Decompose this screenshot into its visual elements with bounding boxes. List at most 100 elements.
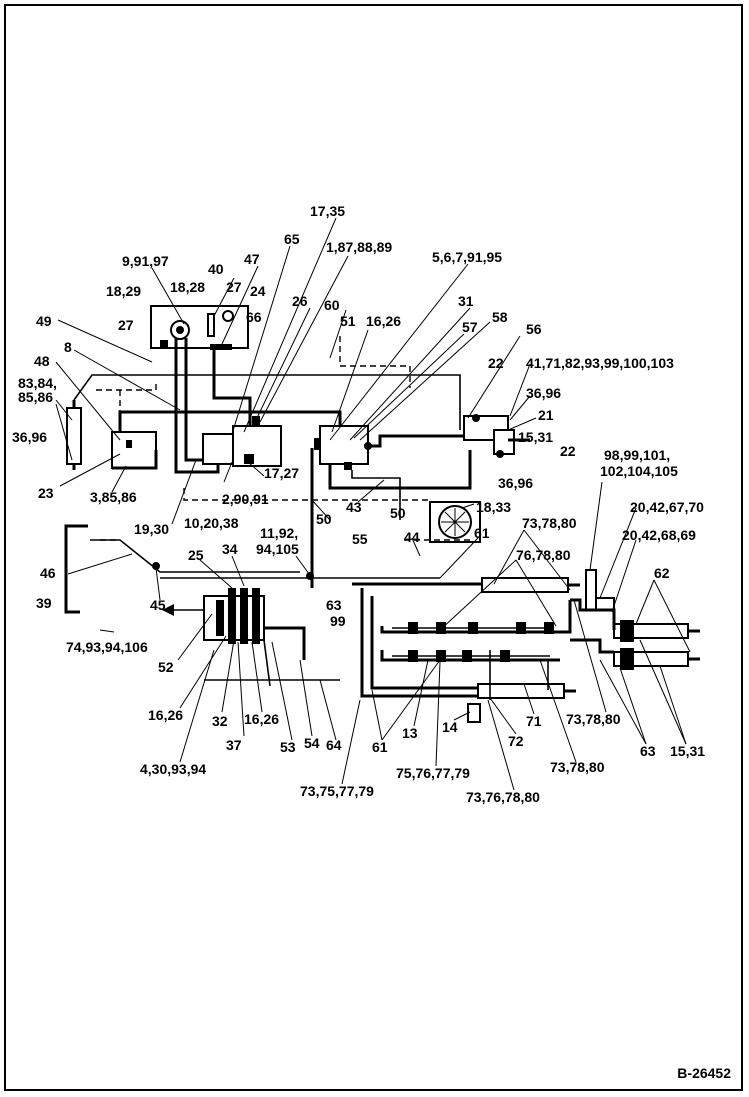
callout-c17: 66 bbox=[246, 309, 262, 325]
callout-c64: 74,93,94,106 bbox=[66, 639, 148, 655]
callout-c30: 36,96 bbox=[12, 429, 47, 445]
callout-c46: 18,33 bbox=[476, 499, 511, 515]
callout-c49: 94,105 bbox=[256, 541, 299, 557]
callout-c23: 8 bbox=[64, 339, 72, 355]
callout-c37: 17,27 bbox=[264, 465, 299, 481]
callout-c48: 11,92, bbox=[260, 525, 298, 541]
callout-c76: 13 bbox=[402, 725, 418, 741]
callout-c04: 9,91,97 bbox=[122, 253, 169, 269]
callout-c43: 50 bbox=[316, 511, 332, 527]
hydraulic-lines bbox=[73, 338, 616, 700]
callout-c47: 20,42,67,70 bbox=[630, 499, 704, 515]
callout-c41: 19,30 bbox=[134, 521, 169, 537]
callout-c16: 27 bbox=[118, 317, 134, 333]
callout-c09: 18,28 bbox=[170, 279, 205, 295]
callout-c31: 21 bbox=[538, 407, 554, 423]
callout-c20: 58 bbox=[492, 309, 508, 325]
main-valve bbox=[314, 425, 372, 470]
handle-bar bbox=[64, 524, 88, 614]
callout-c21: 57 bbox=[462, 319, 478, 335]
callout-c07: 5,6,7,91,95 bbox=[432, 249, 502, 265]
callout-c84: 73,75,77,79 bbox=[300, 783, 374, 799]
callout-c36: 2,90,91 bbox=[222, 491, 269, 507]
callout-c45: 50 bbox=[390, 505, 406, 521]
callout-c68: 16,26 bbox=[244, 711, 279, 727]
callout-c85: 73,76,78,80 bbox=[466, 789, 540, 805]
callout-c78: 72 bbox=[508, 733, 524, 749]
callout-c83: 73,78,80 bbox=[550, 759, 605, 775]
pump-unit bbox=[202, 416, 282, 467]
callout-c02: 65 bbox=[284, 231, 300, 247]
callout-c40: 102,104,105 bbox=[600, 463, 678, 479]
callout-c13: 60 bbox=[324, 297, 340, 313]
callout-c25: 22 bbox=[488, 355, 504, 371]
callout-c56: 34 bbox=[222, 541, 238, 557]
callout-c28: 85,86 bbox=[18, 389, 53, 405]
callout-c51: 44 bbox=[404, 529, 420, 545]
callout-c66: 16,26 bbox=[148, 707, 183, 723]
callout-c42: 10,20,38 bbox=[184, 515, 239, 531]
callout-c39: 98,99,101, bbox=[604, 447, 670, 463]
oil-cooler-fan bbox=[429, 501, 481, 543]
callout-c71: 37 bbox=[226, 737, 242, 753]
callout-labels: 17,35 65 1,87,88,89 9,91,97 40 47 5,6,7,… bbox=[12, 203, 705, 805]
callout-c77: 14 bbox=[442, 719, 458, 735]
callout-c72: 53 bbox=[280, 739, 296, 755]
callout-c24: 48 bbox=[34, 353, 50, 369]
dashed-lines bbox=[90, 336, 470, 541]
callout-c58: 76,78,80 bbox=[516, 547, 571, 563]
bucket-cylinder bbox=[477, 683, 576, 699]
control-valve-bank bbox=[203, 588, 265, 644]
lift-cylinder-upper bbox=[613, 620, 700, 642]
callout-c81: 4,30,93,94 bbox=[140, 761, 206, 777]
callout-c29: 36,96 bbox=[526, 385, 561, 401]
callout-c61: 45 bbox=[150, 597, 166, 613]
drawing-frame bbox=[4, 4, 743, 1091]
callout-c63: 99 bbox=[330, 613, 346, 629]
callout-c82: 75,76,77,79 bbox=[396, 765, 470, 781]
callout-c67: 32 bbox=[212, 713, 228, 729]
callout-c69: 71 bbox=[526, 713, 542, 729]
callout-c05: 40 bbox=[208, 261, 224, 277]
callout-c32: 15,31 bbox=[518, 429, 553, 445]
callout-c80: 15,31 bbox=[670, 743, 705, 759]
callout-c27: 83,84, bbox=[18, 375, 57, 391]
callout-c52: 61 bbox=[474, 525, 490, 541]
fittings bbox=[152, 414, 554, 723]
callout-c65: 52 bbox=[158, 659, 174, 675]
callout-c75: 61 bbox=[372, 739, 388, 755]
callout-c60: 39 bbox=[36, 595, 52, 611]
callout-c18: 51 bbox=[340, 313, 356, 329]
callout-c06: 47 bbox=[244, 251, 260, 267]
callout-c62: 63 bbox=[326, 597, 342, 613]
callout-c26: 41,71,82,93,99,100,103 bbox=[526, 355, 674, 371]
callout-c53: 73,78,80 bbox=[522, 515, 577, 531]
bracket-right bbox=[585, 569, 615, 611]
callout-c08: 18,29 bbox=[106, 283, 141, 299]
callout-c35: 3,85,86 bbox=[90, 489, 137, 505]
callout-c11: 24 bbox=[250, 283, 266, 299]
callout-c10: 27 bbox=[226, 279, 242, 295]
callout-c22: 56 bbox=[526, 321, 542, 337]
callout-c01: 17,35 bbox=[310, 203, 345, 219]
callout-c38: 36,96 bbox=[498, 475, 533, 491]
callout-c59: 62 bbox=[654, 565, 670, 581]
callout-c33: 22 bbox=[560, 443, 576, 459]
callout-c70: 73,78,80 bbox=[566, 711, 621, 727]
callout-c79: 63 bbox=[640, 743, 656, 759]
leader-lines bbox=[55, 217, 691, 791]
callout-c50: 55 bbox=[352, 531, 368, 547]
reservoir-box bbox=[111, 431, 157, 469]
document-number: B-26452 bbox=[677, 1065, 731, 1081]
callout-c34: 23 bbox=[38, 485, 54, 501]
callout-c74: 64 bbox=[326, 737, 342, 753]
callout-c12: 26 bbox=[292, 293, 308, 309]
callout-c57: 46 bbox=[40, 565, 56, 581]
callout-c14: 31 bbox=[458, 293, 474, 309]
callout-c55: 25 bbox=[188, 547, 204, 563]
callout-c73: 54 bbox=[304, 735, 320, 751]
control-panel bbox=[150, 305, 249, 350]
right-cylinder bbox=[463, 415, 530, 455]
callout-c03: 1,87,88,89 bbox=[326, 239, 392, 255]
